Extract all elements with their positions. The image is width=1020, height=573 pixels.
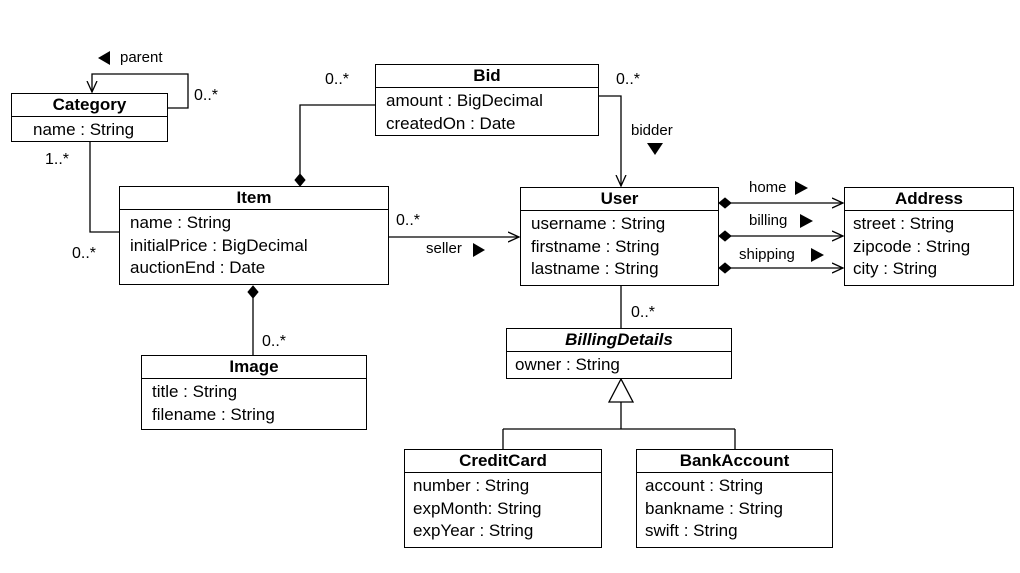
seller-direction-triangle-icon xyxy=(473,243,485,257)
attribute: number : String xyxy=(413,476,530,495)
home-label: home xyxy=(749,179,787,196)
attribute: street : String xyxy=(853,214,955,233)
attribute: bankname : String xyxy=(645,498,783,518)
image-class[interactable]: Image title : String filename : String xyxy=(141,355,367,430)
class-name: BillingDetails xyxy=(507,329,731,352)
attribute: auctionEnd : Date xyxy=(130,258,266,277)
class-name: BankAccount xyxy=(637,450,832,473)
attribute: amount : BigDecimal xyxy=(386,91,543,110)
billing-direction-triangle-icon xyxy=(800,214,813,228)
attribute: city : String xyxy=(853,259,938,278)
parent-direction-triangle-icon xyxy=(98,51,110,65)
attribute: title : String xyxy=(152,382,238,401)
attribute: firstname : String xyxy=(531,236,660,256)
item-bid-composition-diamond-icon xyxy=(294,173,306,187)
parent-label: parent xyxy=(120,49,163,66)
class-name: Bid xyxy=(376,65,598,88)
item-image-composition-diamond-icon xyxy=(247,285,259,299)
class-name: CreditCard xyxy=(405,450,601,473)
credit-card-class[interactable]: CreditCard number : String expMonth: Str… xyxy=(404,449,602,548)
attribute: zipcode : String xyxy=(853,236,971,256)
billing-composition-diamond-icon xyxy=(718,230,732,242)
attribute: expMonth: String xyxy=(413,498,542,518)
attribute: lastname : String xyxy=(531,259,659,278)
shipping-composition-diamond-icon xyxy=(718,262,732,274)
bank-account-class[interactable]: BankAccount account : String bankname : … xyxy=(636,449,833,548)
home-direction-triangle-icon xyxy=(795,181,808,195)
attribute: filename : String xyxy=(152,404,275,424)
class-name: Item xyxy=(120,187,388,210)
attribute: swift : String xyxy=(645,521,738,540)
category-item-line xyxy=(89,142,120,233)
bid-user-multiplicity: 0..* xyxy=(616,71,641,88)
item-bid-multiplicity: 0..* xyxy=(325,71,350,88)
class-name: Image xyxy=(142,356,366,379)
bid-user-line xyxy=(598,95,621,186)
shipping-direction-triangle-icon xyxy=(811,248,824,262)
attribute: expYear : String xyxy=(413,521,534,540)
generalization-tree-line xyxy=(502,402,736,450)
attribute: name : String xyxy=(33,120,135,139)
category-end-multiplicity: 1..* xyxy=(45,151,70,168)
bidder-label: bidder xyxy=(631,122,673,139)
attribute: initialPrice : BigDecimal xyxy=(130,235,308,255)
class-attributes: account : String bankname : String swift… xyxy=(637,473,832,543)
billing-label: billing xyxy=(749,212,788,229)
class-attributes: street : String zipcode : String city : … xyxy=(845,211,1013,281)
user-class[interactable]: User username : String firstname : Strin… xyxy=(520,187,719,286)
attribute: username : String xyxy=(531,214,666,233)
class-attributes: title : String filename : String xyxy=(142,379,366,426)
class-attributes: name : String xyxy=(12,117,167,142)
home-composition-diamond-icon xyxy=(718,197,732,209)
category-class[interactable]: Category name : String xyxy=(11,93,168,142)
shipping-label: shipping xyxy=(739,246,795,263)
class-name: Address xyxy=(845,188,1013,211)
parent-multiplicity: 0..* xyxy=(194,87,219,104)
generalization-triangle-icon xyxy=(607,377,635,403)
seller-multiplicity: 0..* xyxy=(396,212,421,229)
class-name: Category xyxy=(12,94,167,117)
parent-association-line xyxy=(92,73,189,109)
item-bid-line xyxy=(299,104,376,174)
image-multiplicity: 0..* xyxy=(262,333,287,350)
item-end-multiplicity: 0..* xyxy=(72,245,97,262)
bid-class[interactable]: Bid amount : BigDecimal createdOn : Date xyxy=(375,64,599,136)
attribute: account : String xyxy=(645,476,764,495)
class-attributes: amount : BigDecimal createdOn : Date xyxy=(376,88,598,135)
attribute: name : String xyxy=(130,213,232,232)
seller-label: seller xyxy=(426,240,462,257)
class-attributes: number : String expMonth: String expYear… xyxy=(405,473,601,543)
class-attributes: name : String initialPrice : BigDecimal … xyxy=(120,210,388,280)
class-name: User xyxy=(521,188,718,211)
item-class[interactable]: Item name : String initialPrice : BigDec… xyxy=(119,186,389,285)
attribute: owner : String xyxy=(515,355,620,374)
billing-details-class[interactable]: BillingDetails owner : String xyxy=(506,328,732,379)
address-class[interactable]: Address street : String zipcode : String… xyxy=(844,187,1014,286)
billing-details-multiplicity: 0..* xyxy=(631,304,656,321)
class-attributes: owner : String xyxy=(507,352,731,377)
class-attributes: username : String firstname : String las… xyxy=(521,211,718,281)
bidder-direction-triangle-icon xyxy=(647,143,663,155)
attribute: createdOn : Date xyxy=(386,113,516,133)
